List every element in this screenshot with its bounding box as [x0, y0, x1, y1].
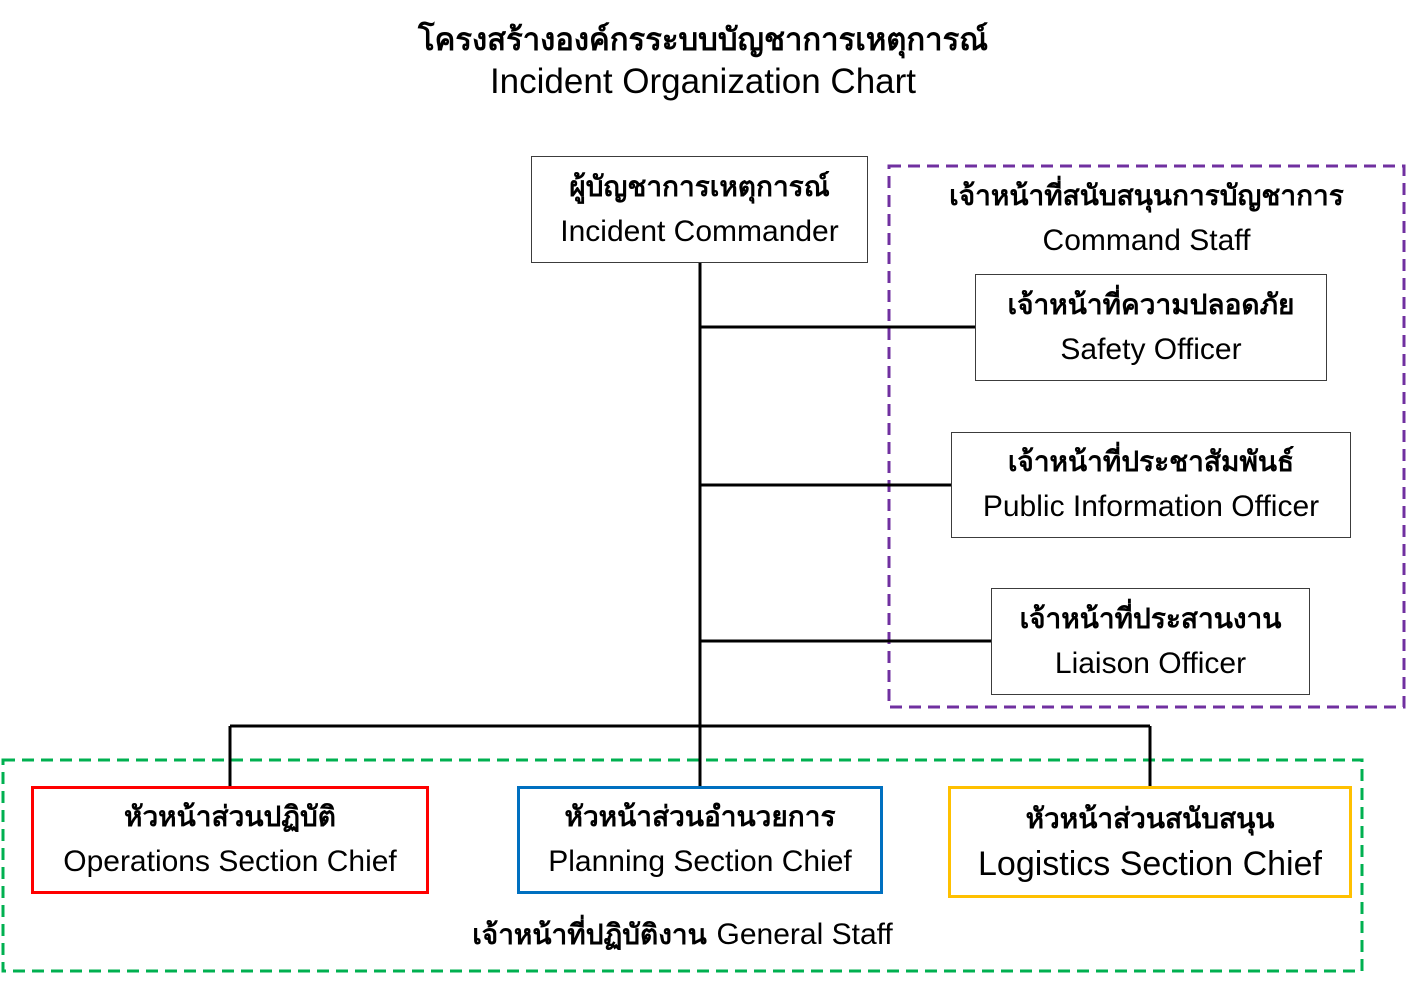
incident-commander-box: ผู้บัญชาการเหตุการณ์ Incident Commander [531, 156, 868, 263]
incident-commander-thai: ผู้บัญชาการเหตุการณ์ [569, 169, 830, 203]
logistics-section-chief-thai: หัวหน้าส่วนสนับสนุน [1025, 802, 1275, 835]
incident-commander-english: Incident Commander [560, 214, 839, 248]
logistics-section-chief-box: หัวหน้าส่วนสนับสนุน Logistics Section Ch… [948, 786, 1352, 898]
safety-officer-english: Safety Officer [1060, 332, 1242, 366]
liaison-officer-english: Liaison Officer [1054, 646, 1247, 680]
command-staff-frame [887, 164, 1406, 709]
operations-section-chief-box: หัวหน้าส่วนปฏิบัติ Operations Section Ch… [31, 786, 429, 894]
public-info-officer-thai: เจ้าหน้าที่ประชาสัมพันธ์ [1007, 445, 1295, 478]
general-staff-label-english: General Staff [716, 918, 893, 951]
planning-section-chief-box: หัวหน้าส่วนอำนวยการ Planning Section Chi… [517, 786, 883, 894]
public-info-officer-box: เจ้าหน้าที่ประชาสัมพันธ์ Public Informat… [951, 432, 1351, 538]
command-staff-label-english: Command Staff [1042, 224, 1251, 257]
command-staff-label-thai: เจ้าหน้าที่สนับสนุนการบัญชาการ [949, 179, 1344, 212]
planning-section-chief-thai: หัวหน้าส่วนอำนวยการ [564, 800, 836, 833]
chart-title-english: Incident Organization Chart [489, 62, 917, 101]
liaison-officer-thai: เจ้าหน้าที่ประสานงาน [1019, 601, 1282, 635]
operations-section-chief-thai: หัวหน้าส่วนปฏิบัติ [124, 800, 336, 833]
general-staff-label: เจ้าหน้าที่ปฏิบัติงาน General Staff [3, 912, 1362, 963]
chart-title-thai: โครงสร้างองค์กรระบบบัญชาการเหตุการณ์ [418, 22, 988, 58]
public-info-officer-english: Public Information Officer [982, 490, 1320, 523]
planning-section-chief-english: Planning Section Chief [548, 845, 852, 878]
safety-officer-box: เจ้าหน้าที่ความปลอดภัย Safety Officer [975, 274, 1327, 381]
command-staff-label: เจ้าหน้าที่สนับสนุนการบัญชาการ Command S… [889, 176, 1404, 266]
general-staff-frame [1, 758, 1364, 973]
logistics-section-chief-english: Logistics Section Chief [978, 845, 1322, 883]
safety-officer-thai: เจ้าหน้าที่ความปลอดภัย [1007, 287, 1295, 321]
liaison-officer-box: เจ้าหน้าที่ประสานงาน Liaison Officer [991, 588, 1310, 695]
general-staff-label-thai: เจ้าหน้าที่ปฏิบัติงาน [472, 918, 717, 951]
operations-section-chief-english: Operations Section Chief [63, 845, 397, 878]
